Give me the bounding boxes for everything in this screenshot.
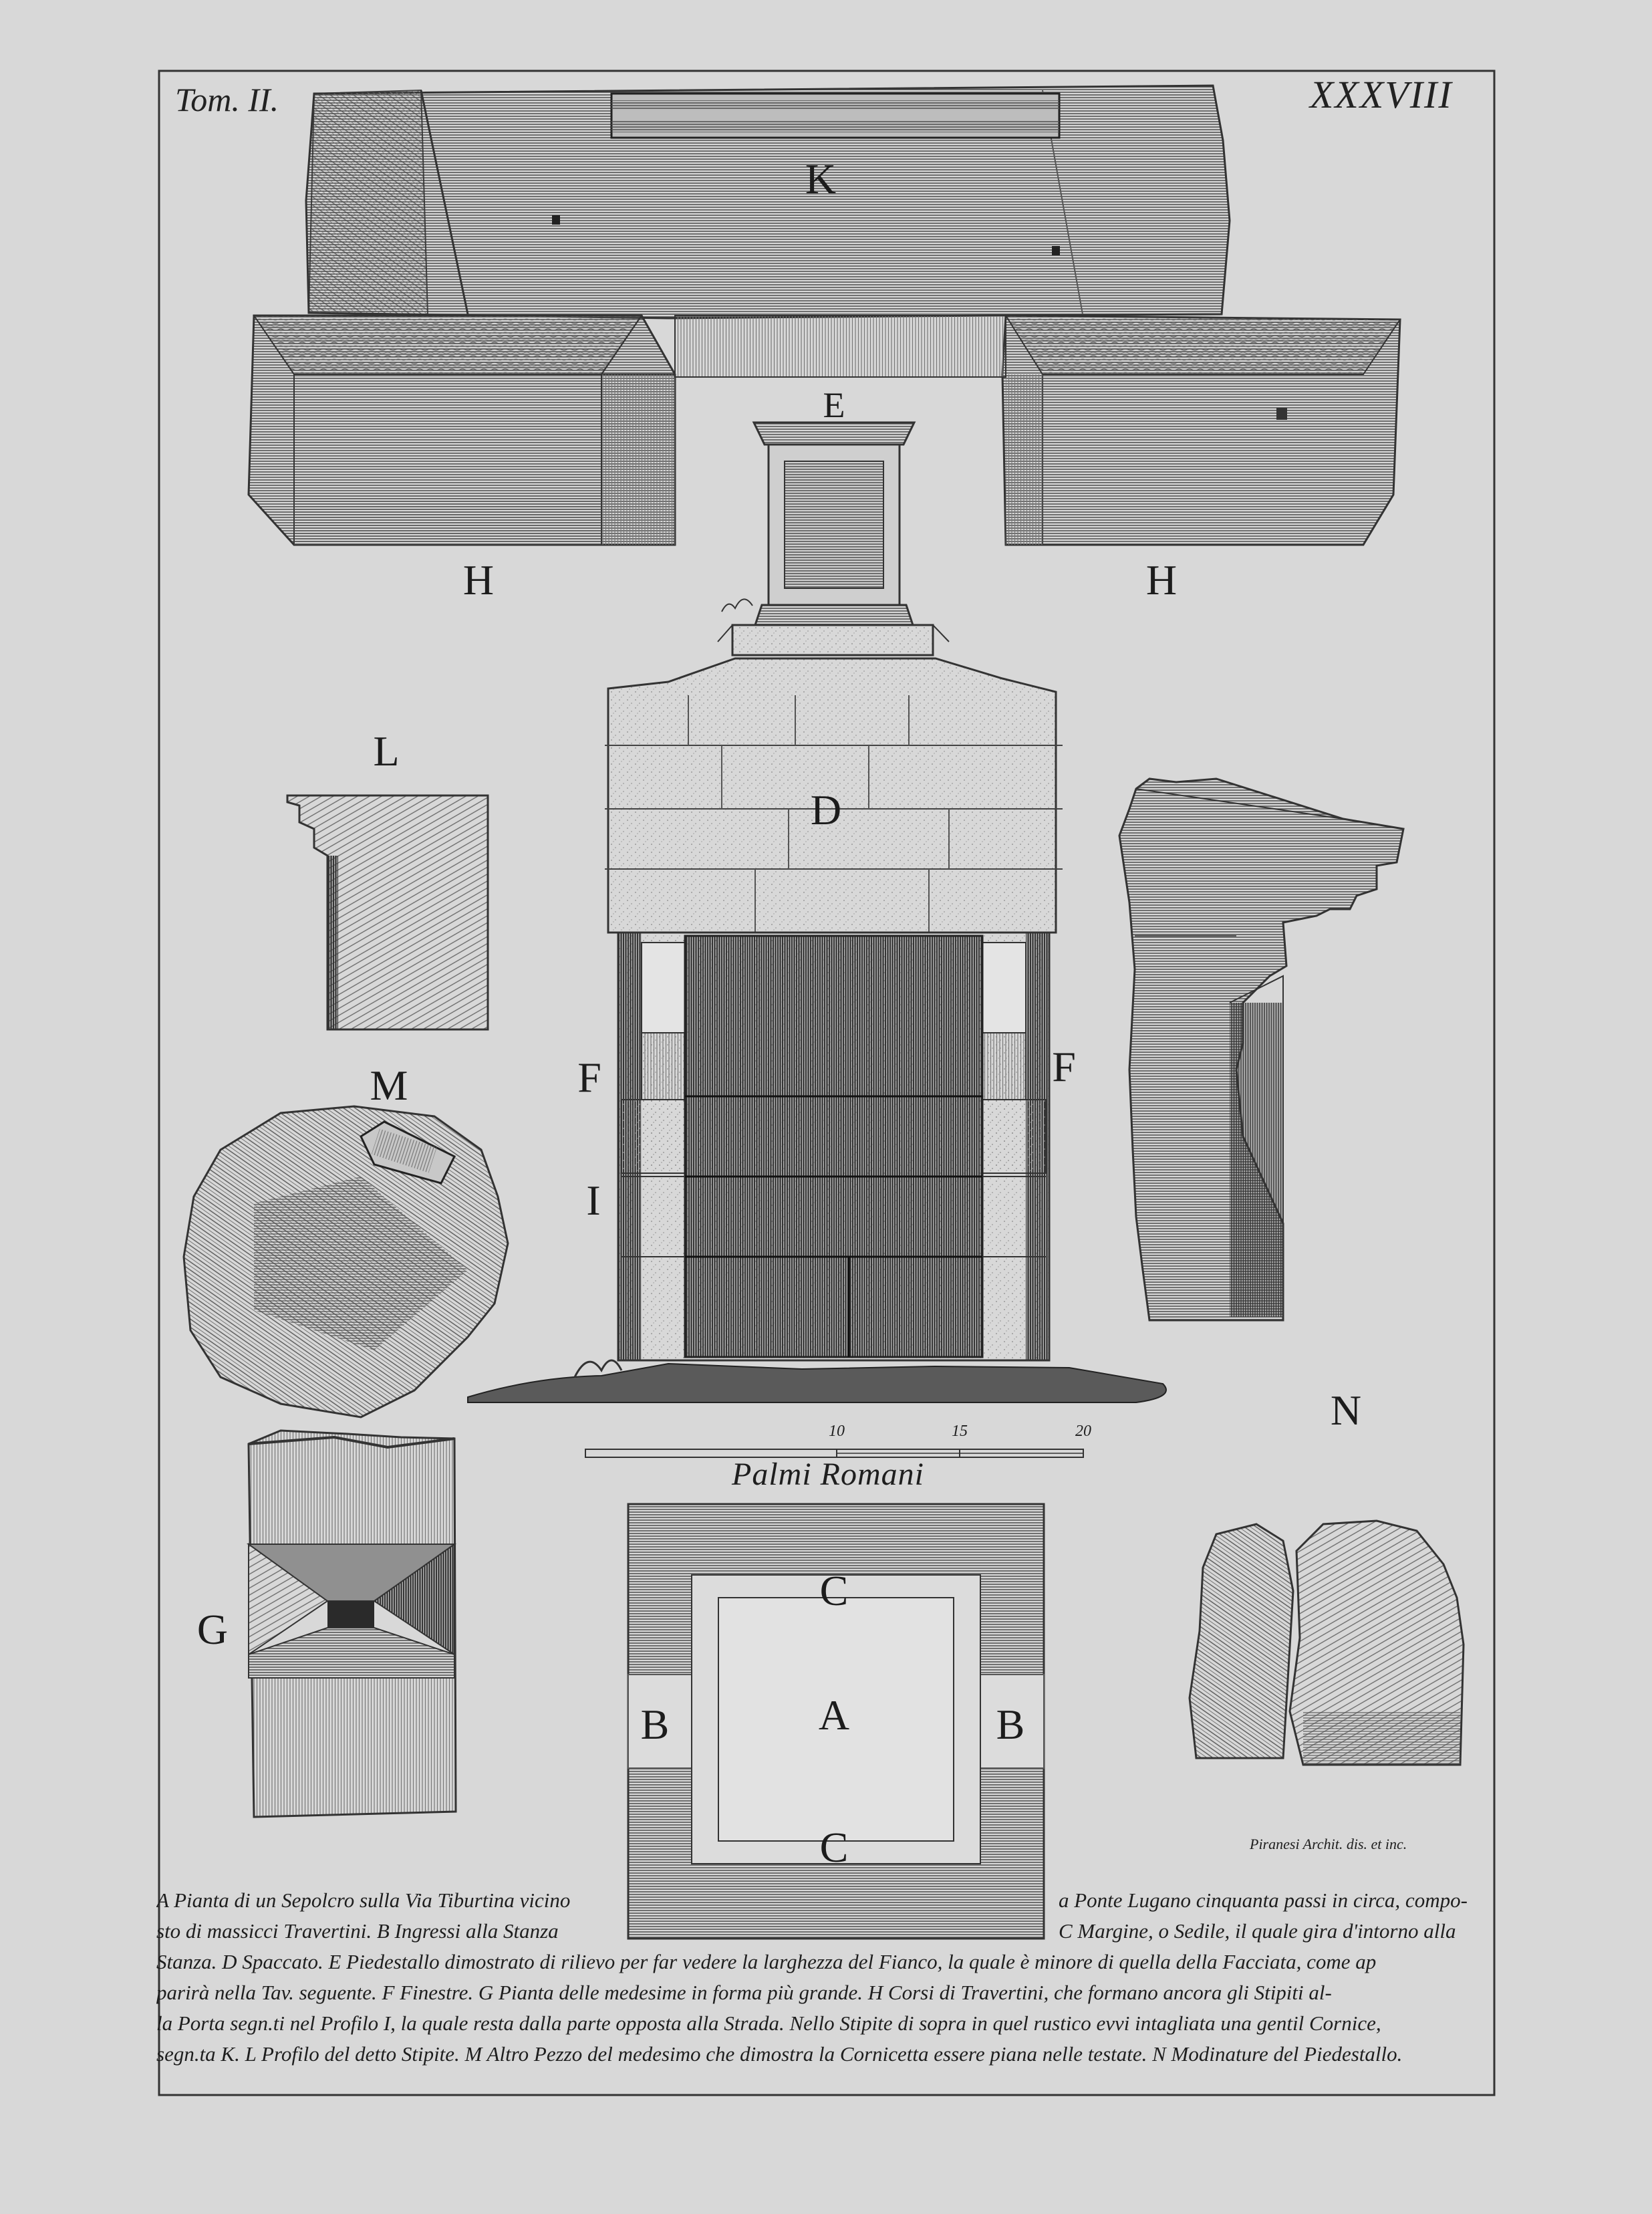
label-b-right: B xyxy=(996,1701,1025,1748)
fragment-g-window-plan xyxy=(246,1429,457,1818)
label-g: G xyxy=(196,1606,229,1653)
fragment-a-plan xyxy=(627,1503,1045,1940)
fragment-m xyxy=(182,1105,509,1419)
fragment-n-pieces xyxy=(1188,1519,1465,1766)
caption-line-1-right: a Ponte Lugano cinquanta passi in circa,… xyxy=(1059,1888,1468,1912)
scale-tick-20: 20 xyxy=(1075,1423,1091,1440)
caption-line-3: Stanza. D Spaccato. E Piedestallo dimost… xyxy=(156,1950,1377,1973)
caption-line-2-right: C Margine, o Sedile, il quale gira d'int… xyxy=(1059,1919,1456,1943)
label-f-left: F xyxy=(577,1054,601,1101)
caption-line-2-left: sto di massicci Travertini. B Ingressi a… xyxy=(156,1919,559,1943)
fragment-h-left xyxy=(247,314,676,546)
label-l: L xyxy=(373,727,400,775)
label-d: D xyxy=(810,786,842,834)
label-h-left: H xyxy=(462,556,495,604)
fragment-d-sepulchre xyxy=(467,657,1167,1403)
volume-label: Tom. II. xyxy=(175,81,279,118)
label-f-right: F xyxy=(1052,1043,1076,1090)
label-i: I xyxy=(586,1177,601,1224)
label-c-bottom: C xyxy=(819,1824,849,1871)
label-c-top: C xyxy=(819,1567,849,1614)
caption-line-5: la Porta segn.ti nel Profilo I, la quale… xyxy=(156,2011,1381,2035)
label-k: K xyxy=(805,155,837,203)
label-a: A xyxy=(818,1691,850,1739)
caption-line-6: segn.ta K. L Profilo del detto Stipite. … xyxy=(156,2042,1403,2066)
fragment-k-lintel xyxy=(305,84,1231,320)
label-h-right: H xyxy=(1145,556,1178,604)
scale-bar xyxy=(585,1449,1084,1458)
scale-tick-15: 15 xyxy=(952,1423,968,1440)
caption-line-1-left: A Pianta di un Sepolcro sulla Via Tiburt… xyxy=(156,1888,571,1912)
engraver-signature: Piranesi Archit. dis. et inc. xyxy=(1250,1836,1407,1852)
fragment-h-right xyxy=(1001,314,1401,546)
caption-line-4: parirà nella Tav. seguente. F Finestre. … xyxy=(156,1981,1332,2004)
scale-tick-10: 10 xyxy=(829,1423,845,1440)
fragment-e-pedestal xyxy=(717,421,950,656)
fragment-l-profile xyxy=(286,794,489,1031)
fragment-n-jamb xyxy=(1118,777,1405,1322)
plate-border xyxy=(158,70,1496,2096)
doorway-opening xyxy=(674,315,1006,378)
label-m: M xyxy=(370,1062,408,1109)
scale-title: Palmi Romani xyxy=(732,1457,924,1492)
label-e: E xyxy=(823,385,845,425)
label-n: N xyxy=(1330,1386,1362,1434)
label-b-left: B xyxy=(640,1701,670,1748)
plate-number: XXXVIII xyxy=(1310,73,1453,116)
